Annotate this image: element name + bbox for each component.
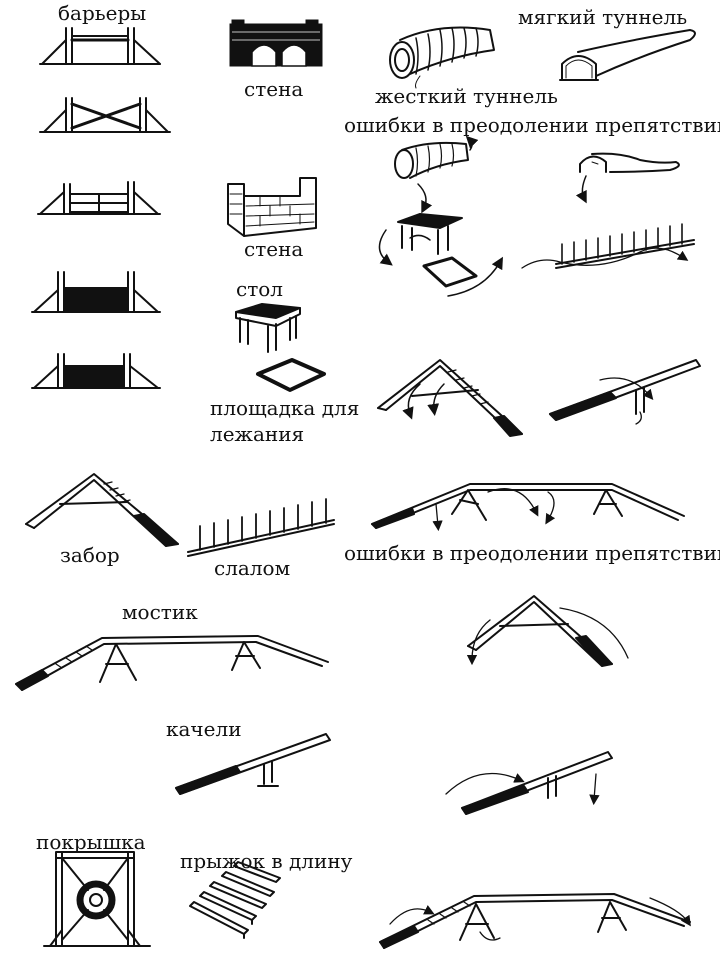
long-jump-drawing	[189, 861, 281, 939]
tire-drawing	[43, 851, 151, 947]
dog-walk-drawing	[15, 635, 329, 691]
label-wall-top: стена	[244, 77, 304, 101]
seesaw-drawing	[175, 733, 331, 795]
rigid-tunnel-drawing	[389, 26, 495, 89]
label-errors-mid: ошибки в преодолении препятствий	[344, 541, 720, 565]
hurdle-bar-drawing	[39, 27, 161, 65]
pause-box-drawing	[256, 358, 326, 392]
label-a-frame: забор	[60, 543, 120, 567]
error-slalom-drawing	[521, 223, 695, 269]
hurdle-low-panel-drawing	[31, 353, 161, 389]
label-pause-box-line1: площадка для	[210, 396, 360, 420]
error-a-frame-second-drawing	[466, 595, 629, 667]
label-slalom: слалом	[214, 556, 291, 580]
error-rigid-tunnel-drawing	[394, 135, 479, 214]
wall-brick-drawing	[227, 177, 317, 237]
error-seesaw-bottom-drawing	[445, 751, 613, 815]
label-wall-mid: стена	[244, 237, 304, 261]
hurdle-cross-drawing	[39, 97, 171, 133]
soft-tunnel-drawing	[559, 29, 696, 81]
label-errors-top: ошибки в преодолении препятствий	[344, 113, 720, 137]
label-hurdles: барьеры	[58, 1, 147, 25]
error-dog-walk-drawing	[371, 483, 685, 532]
label-soft-tunnel: мягкий туннель	[518, 5, 688, 29]
hurdle-gate-drawing	[37, 181, 161, 215]
label-pause-box-line2: лежания	[210, 422, 305, 446]
label-rigid-tunnel: жесткий туннель	[375, 84, 558, 108]
error-dog-walk-bottom-drawing	[379, 893, 691, 949]
error-table-drawing	[378, 213, 503, 297]
label-seesaw: качели	[166, 717, 242, 741]
error-seesaw-top-drawing	[549, 359, 701, 425]
label-table: стол	[236, 277, 284, 301]
a-frame-drawing	[25, 473, 179, 547]
label-long-jump: прыжок в длину	[180, 849, 353, 873]
slalom-drawing	[187, 498, 335, 557]
label-tire: покрышка	[36, 830, 146, 854]
error-soft-tunnel-drawing	[575, 152, 680, 204]
table-drawing	[235, 303, 301, 353]
error-a-frame-drawing	[377, 359, 523, 437]
label-dog-walk: мостик	[122, 600, 198, 624]
hurdle-solid-drawing	[31, 271, 161, 313]
wall-arched-drawing	[229, 19, 323, 67]
